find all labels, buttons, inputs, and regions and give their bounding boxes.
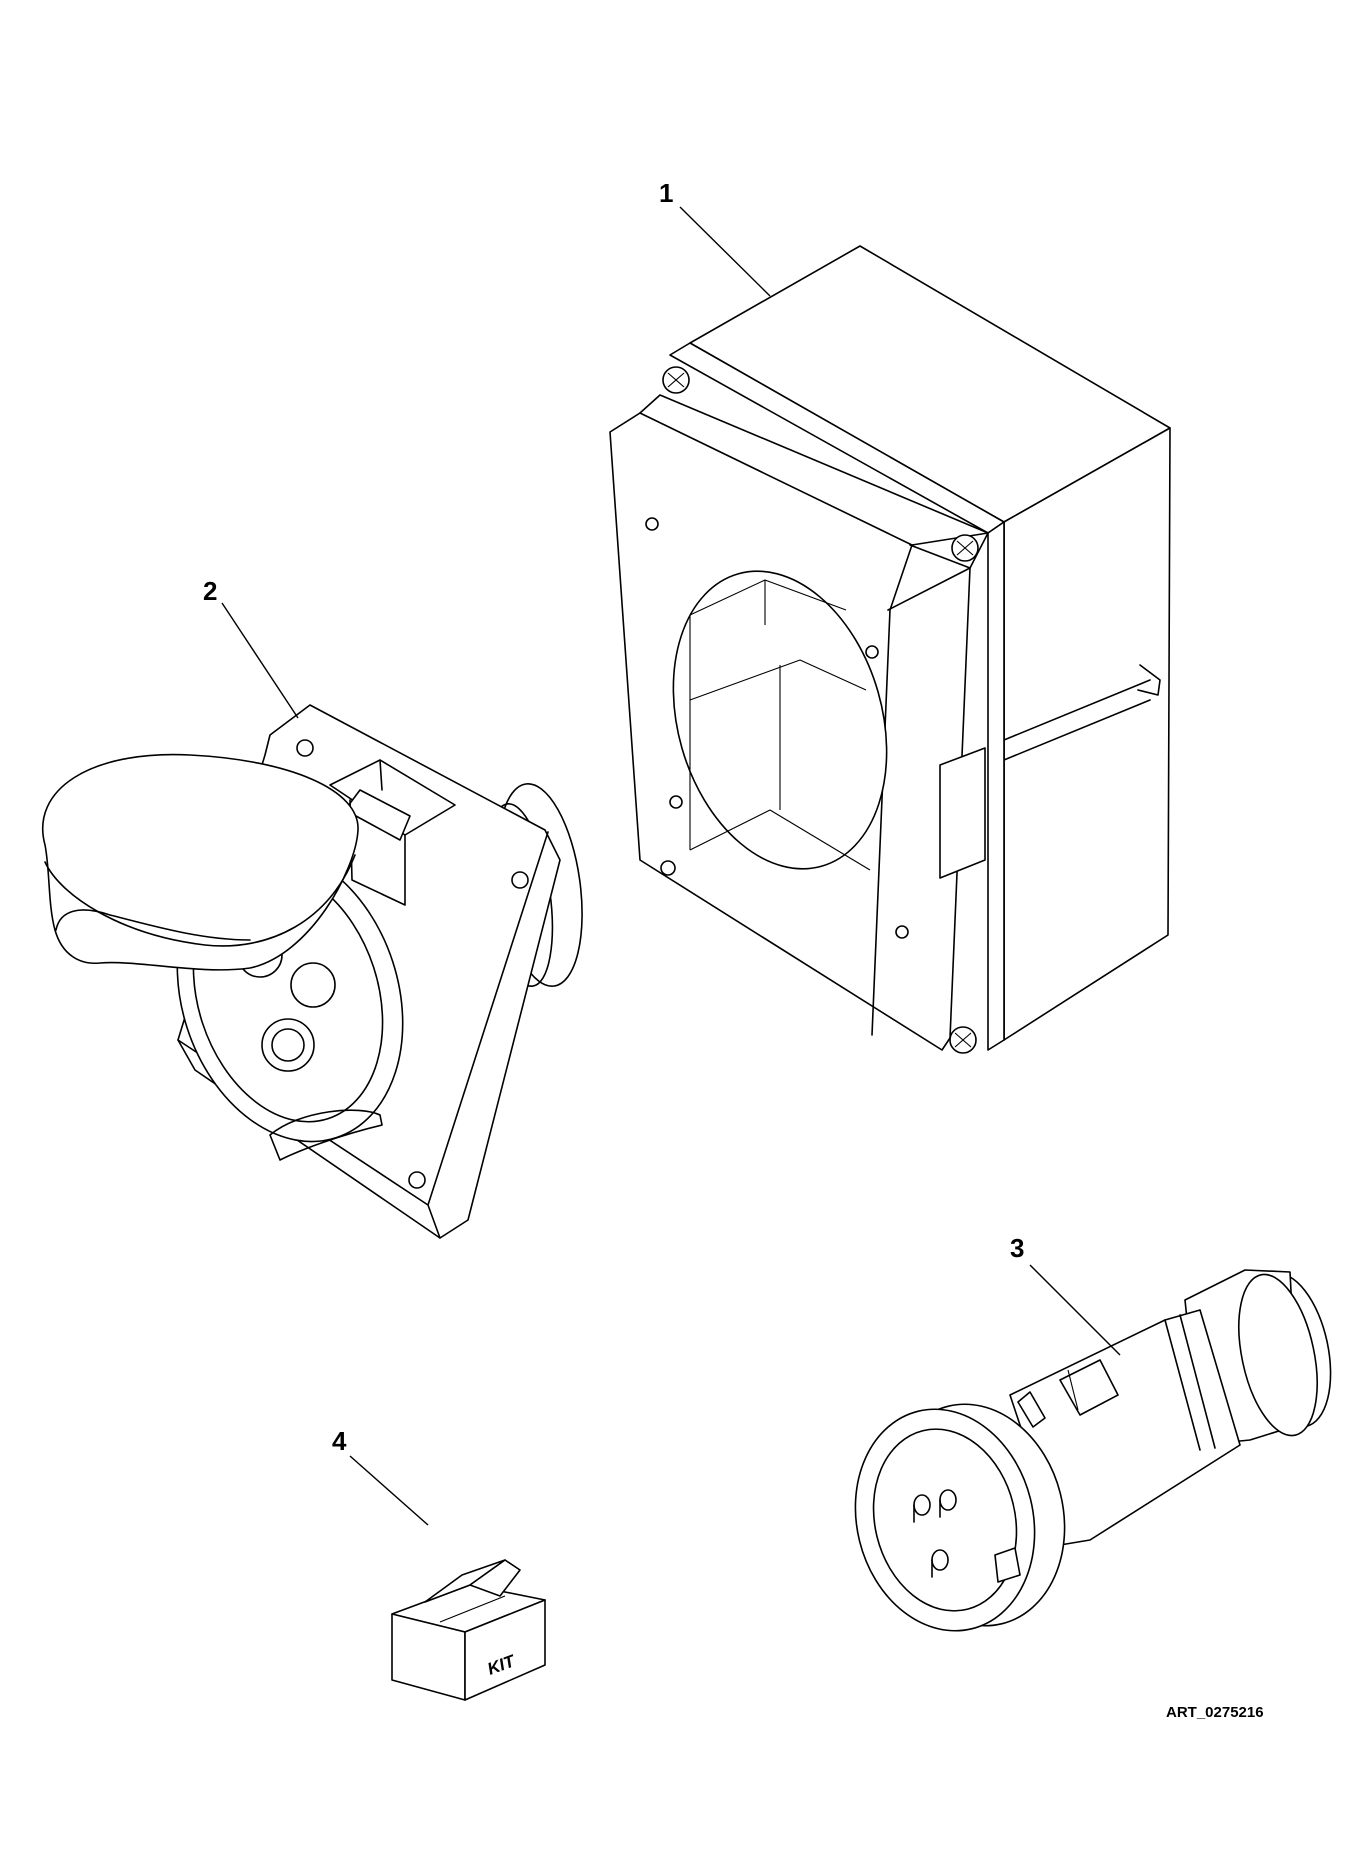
- callout-1: 1: [659, 178, 673, 208]
- leader-lines: [221, 206, 1121, 1526]
- screw-icon: [662, 366, 690, 394]
- part-3-plug: [854, 1269, 1332, 1632]
- callout-3: 3: [1010, 1233, 1024, 1263]
- part-1-junction-box: [609, 245, 1171, 1054]
- screw-icon: [951, 534, 979, 562]
- part-4-kit: KIT: [391, 1559, 546, 1701]
- part-2-panel-socket: [42, 704, 583, 1239]
- callout-2: 2: [203, 576, 217, 606]
- screw-icon: [949, 1026, 977, 1054]
- art-id: ART_0275216: [1166, 1704, 1264, 1721]
- callout-4: 4: [332, 1426, 347, 1456]
